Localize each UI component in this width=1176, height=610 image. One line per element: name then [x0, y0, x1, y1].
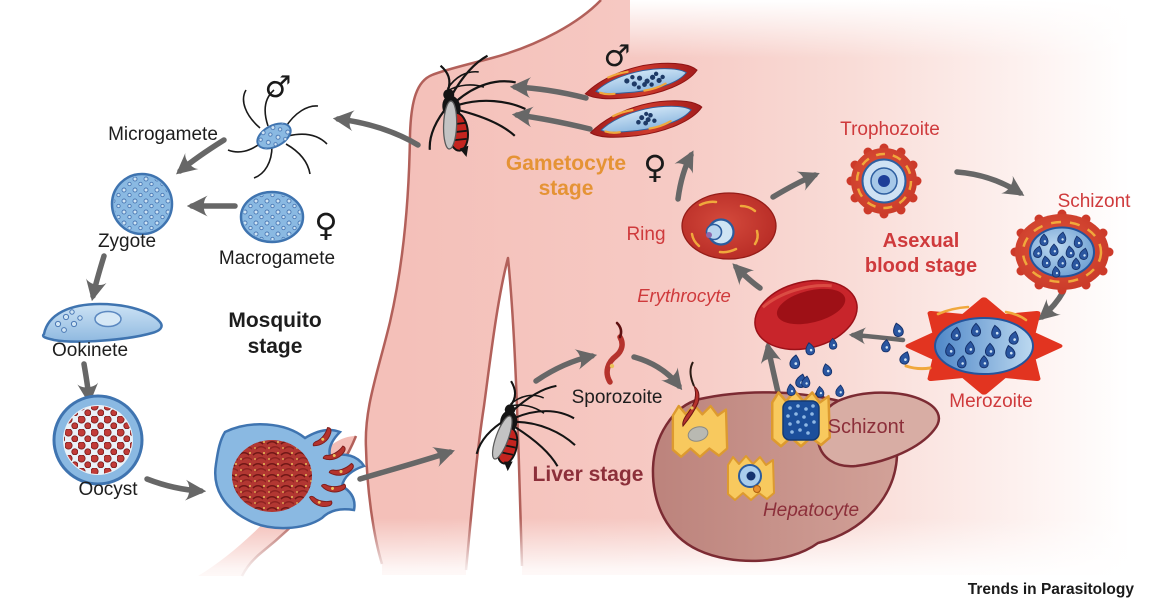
arrow-erythrocyte-to-ring	[732, 263, 763, 291]
arrow-burst-to-mosquito	[357, 447, 455, 482]
arrow-ring-to-gametocyte	[674, 150, 694, 202]
merozoite-label: Merozoite	[949, 391, 1032, 412]
zygote-cell	[110, 172, 174, 236]
bottom-fade	[0, 518, 1176, 610]
arrow-trophozoite-to-schizont	[954, 169, 1025, 196]
ring-stage-cell	[681, 192, 777, 260]
hepatocyte-infected-entry	[671, 361, 729, 458]
arrow-oocyst-to-burst	[144, 476, 207, 501]
arrow-female-gametocyte-to-mosquito	[511, 106, 593, 132]
male-symbol-microgamete: ♂	[265, 70, 292, 105]
arrow-microgamete-to-zygote	[175, 137, 227, 175]
erythrocyte-label: Erythrocyte	[637, 285, 731, 306]
trophozoite-cell	[846, 143, 922, 219]
arrow-mosquito-to-sporozoite	[533, 349, 598, 384]
male-gametocyte	[581, 57, 701, 105]
ring-orange-dashes	[690, 200, 759, 254]
free-sporozoite	[604, 321, 625, 385]
blood-schizont-cell	[1010, 209, 1114, 295]
ookinete-label: Ookinete	[52, 340, 128, 361]
ring-label: Ring	[626, 224, 665, 245]
female-symbol-macrogamete: ♀	[314, 206, 337, 244]
liver-schizont-cell	[771, 375, 831, 448]
arrow-male-gametocyte-to-mosquito	[509, 77, 589, 101]
sporozoite-entering-hepatocyte	[682, 361, 700, 428]
oocyst-cell	[52, 394, 144, 486]
flow-arrows	[77, 77, 1066, 501]
erythrocyte-cell	[754, 279, 858, 351]
merozoite-burst-cell	[880, 297, 1063, 395]
hepatocyte-with-parasite	[727, 455, 775, 501]
gametocyte-stage-title-line1: Gametocyte	[506, 152, 626, 175]
microgamete-label: Microgamete	[108, 124, 218, 145]
labels: Microgamete ♂ Zygote Macrogamete ♀ Ookin…	[52, 39, 1134, 598]
female-symbol-gametocyte: ♀	[643, 148, 666, 186]
armpit-notch-outline	[464, 256, 524, 571]
ookinete-cell	[41, 302, 163, 343]
arrow-merozoite-to-erythrocyte	[848, 327, 906, 345]
oocyst-label: Oocyst	[78, 479, 138, 500]
arrow-ookinete-to-oocyst	[77, 361, 99, 405]
zygote-label: Zygote	[98, 231, 156, 252]
microgamete-cell	[227, 89, 328, 179]
mosquito-stage-title-line2: stage	[248, 335, 303, 358]
arrow-zygote-to-ookinete	[86, 253, 107, 302]
male-symbol-gametocyte: ♂	[604, 39, 631, 74]
sporozoite-label: Sporozoite	[572, 387, 663, 408]
body-outline	[364, 0, 602, 565]
trophozoite-label: Trophozoite	[840, 119, 940, 140]
journal-credit: Trends in Parasitology	[968, 581, 1135, 598]
bursting-oocyst	[214, 423, 366, 530]
arrow-ring-to-trophozoite	[770, 171, 820, 200]
mosquito-stage-title-line1: Mosquito	[228, 309, 321, 332]
liver-schizont-merozoite-dots	[786, 404, 816, 435]
liver-stage-title: Liver stage	[533, 463, 644, 486]
hepatocyte-label: Hepatocyte	[763, 500, 859, 521]
top-fade	[630, 0, 1176, 58]
asexual-blood-stage-title-line2: blood stage	[865, 255, 977, 277]
liver-schizont-label: Schizont	[828, 416, 905, 438]
gametocyte-stage-title-line2: stage	[539, 177, 594, 200]
macrogamete-cell	[239, 190, 305, 244]
asexual-blood-stage-title-line1: Asexual	[883, 230, 960, 252]
macrogamete-label: Macrogamete	[219, 248, 335, 269]
arrow-sporozoite-to-liver	[631, 354, 683, 391]
arrow-mosquito-to-microgamete	[332, 110, 421, 148]
flagella	[227, 89, 328, 179]
blood-schizont-label: Schizont	[1058, 191, 1132, 212]
female-gametocyte	[586, 94, 706, 144]
